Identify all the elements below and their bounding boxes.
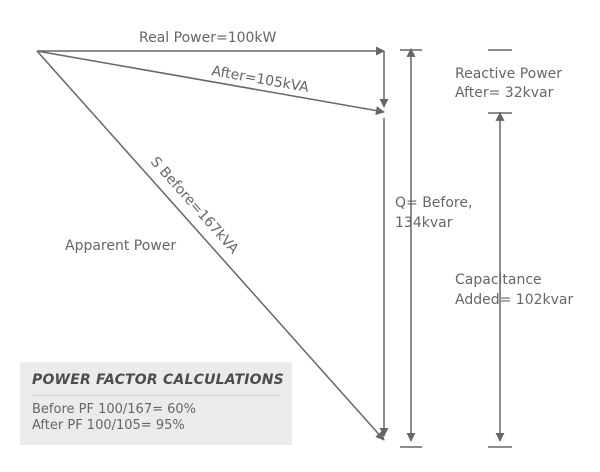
after-pf-calculation: After PF 100/105= 95%: [32, 418, 185, 433]
apparent-power-after-vector: [36, 50, 385, 116]
capacitance-label-line2: Added= 102kvar: [455, 292, 573, 308]
q-before-label-line2: 134kvar: [395, 215, 453, 231]
real-power-label: Real Power=100kW: [139, 30, 277, 46]
apparent-power-label: Apparent Power: [65, 238, 176, 254]
after-apparent-label: After=105kVA: [210, 63, 310, 96]
calculations-divider: [32, 395, 280, 396]
q-before-label-line1: Q= Before,: [395, 195, 472, 211]
capacitance-label-line1: Capacitance: [455, 272, 542, 288]
power-factor-calculations-box: POWER FACTOR CALCULATIONS Before PF 100/…: [20, 362, 292, 445]
apparent-power-before-vector: [36, 50, 385, 441]
reactive-after-label-line2: After= 32kvar: [455, 85, 554, 101]
before-pf-calculation: Before PF 100/167= 60%: [32, 402, 197, 417]
reactive-after-label-line1: Reactive Power: [455, 66, 562, 82]
calculations-title: POWER FACTOR CALCULATIONS: [32, 372, 284, 388]
